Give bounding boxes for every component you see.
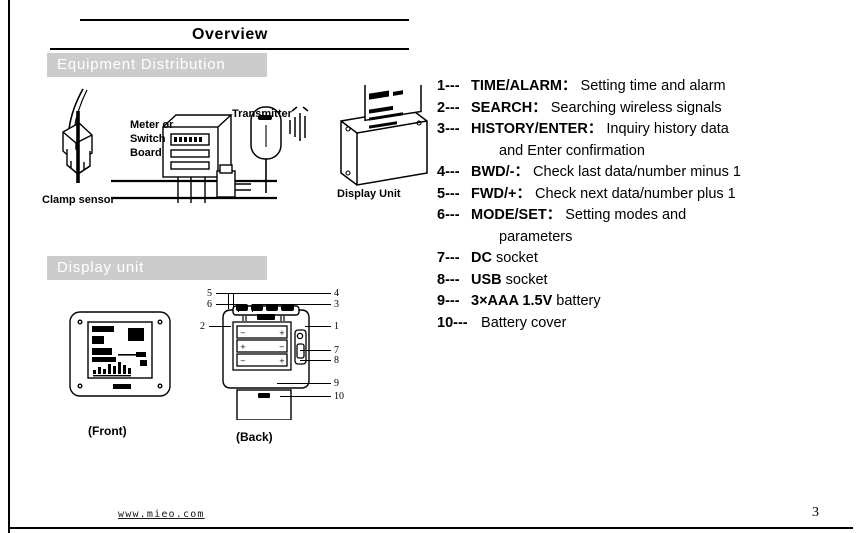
callout-leader-10 — [280, 396, 331, 397]
spec-item: 6--- MODE/SET： Setting modes and — [437, 205, 847, 227]
callout-leader-8 — [300, 360, 331, 361]
spec-item-description-continued: and Enter confirmation — [499, 142, 645, 159]
spec-item: 8--- USB socket — [437, 270, 847, 292]
spec-item-colon: ： — [587, 121, 603, 137]
svg-text:−: − — [240, 357, 246, 365]
callout-leader-3 — [252, 304, 331, 305]
spec-item-colon: ： — [546, 207, 562, 223]
spec-item-description: Searching wireless signals — [546, 99, 722, 116]
callout-number-6: 6 — [207, 299, 212, 310]
callout-leader-5-v — [228, 293, 229, 309]
label-meter-or-switch-board: Meter or Switch Board — [130, 119, 174, 159]
spec-item: 2--- SEARCH： Searching wireless signals — [437, 98, 847, 120]
spec-item-colon: ： — [562, 78, 577, 94]
spec-item-number: 6--- — [437, 207, 460, 223]
spec-item-description-continued: parameters — [499, 228, 573, 245]
spec-item-number: 8--- — [437, 271, 460, 288]
callout-number-2: 2 — [200, 321, 205, 332]
callout-number-8: 8 — [334, 355, 339, 366]
label-display-unit: Display Unit — [337, 188, 401, 200]
svg-text:+: + — [240, 343, 246, 351]
callout-leader-6-v — [238, 304, 239, 312]
section-header-display-unit: Display unit — [47, 256, 267, 280]
spec-item: 3--- HISTORY/ENTER： Inquiry history data — [437, 119, 847, 141]
spec-item-description: Setting modes and — [561, 207, 687, 223]
callout-number-1: 1 — [334, 321, 339, 332]
callout-number-9: 9 — [334, 378, 339, 389]
svg-text:−: − — [279, 343, 285, 351]
svg-text:+: + — [279, 329, 285, 337]
footer-website-url[interactable]: www.mieo.com — [118, 509, 205, 520]
callout-number-7: 7 — [334, 345, 339, 356]
spec-item-button-name: MODE/SET — [471, 207, 547, 223]
spec-item-button-name: USB — [471, 271, 502, 288]
spec-item-button-name: BWD/- — [471, 164, 515, 180]
caption-front-view: (Front) — [88, 424, 127, 438]
display-unit-back-view: − + + − − + — [213, 300, 321, 420]
spec-item-description: Check last data/number minus 1 — [529, 164, 741, 180]
spec-item-number: 9--- — [437, 293, 460, 309]
spec-item-number: 7--- — [437, 250, 460, 266]
title-rule-bottom — [50, 48, 409, 50]
spec-item-number: 4--- — [437, 164, 460, 180]
callout-leader-6 — [216, 304, 238, 305]
spec-item: 5--- FWD/+： Check next data/number plus 1 — [437, 184, 847, 206]
page-title: Overview — [192, 26, 268, 43]
display-unit-front-view — [66, 308, 178, 408]
spec-item-button-name: DC — [471, 250, 492, 266]
callout-leader-2 — [209, 326, 231, 327]
page-left-edge-rule — [8, 0, 10, 533]
title-rule-top — [80, 19, 409, 21]
spec-item-description: Inquiry history data — [602, 121, 729, 137]
spec-item-description: Check next data/number plus 1 — [531, 185, 736, 202]
callout-number-3: 3 — [334, 299, 339, 310]
spec-item-button-name: 3×AAA 1.5V — [471, 293, 553, 309]
section-header-equipment-distribution: Equipment Distribution — [47, 53, 267, 77]
svg-text:−: − — [240, 329, 246, 337]
spec-item-description: socket — [501, 271, 548, 288]
spec-item: 1--- TIME/ALARM： Setting time and alarm — [437, 76, 847, 98]
spec-item-number: 3--- — [437, 121, 460, 137]
spec-item: 4--- BWD/-： Check last data/number minus … — [437, 162, 847, 184]
callout-leader-4 — [233, 293, 331, 294]
callout-number-10: 10 — [334, 391, 344, 402]
caption-back-view: (Back) — [236, 430, 273, 444]
spec-item-description: battery — [552, 293, 601, 309]
callout-leader-3-v — [252, 304, 253, 312]
spec-item-number: 10--- — [437, 314, 468, 331]
spec-item-description: Battery cover — [477, 314, 567, 331]
spec-item: 9--- 3×AAA 1.5V battery — [437, 291, 847, 313]
footer-rule — [8, 527, 853, 529]
spec-item-number: 5--- — [437, 185, 460, 202]
spec-item-button-name: FWD/+ — [471, 185, 517, 202]
spec-item-description: Setting time and alarm — [576, 78, 726, 94]
spec-item-number: 1--- — [437, 78, 460, 94]
spec-item-number: 2--- — [437, 99, 460, 116]
spec-item-colon: ： — [516, 185, 532, 202]
spec-item-description: socket — [491, 250, 538, 266]
svg-text:+: + — [279, 357, 285, 365]
callout-leader-9 — [277, 383, 331, 384]
label-transmitter: Transmitter — [232, 108, 292, 120]
callout-number-5: 5 — [207, 288, 212, 299]
callout-number-4: 4 — [334, 288, 339, 299]
callout-leader-4-v — [233, 293, 234, 309]
equipment-distribution-diagram — [45, 85, 435, 203]
spec-item-colon: ： — [532, 99, 547, 116]
spec-item: 10--- Battery cover — [437, 313, 847, 335]
label-clamp-sensor: Clamp sensor — [42, 194, 115, 206]
spec-item-button-name: HISTORY/ENTER — [471, 121, 588, 137]
spec-item-button-name: SEARCH — [471, 99, 533, 116]
spec-item-colon: ： — [514, 164, 530, 180]
spec-item: 7--- DC socket — [437, 248, 847, 270]
spec-item-button-name: TIME/ALARM — [471, 78, 563, 94]
footer-page-number: 3 — [812, 505, 819, 520]
callout-leader-5 — [216, 293, 233, 294]
callout-leader-7 — [300, 350, 331, 351]
callout-leader-1 — [305, 326, 331, 327]
